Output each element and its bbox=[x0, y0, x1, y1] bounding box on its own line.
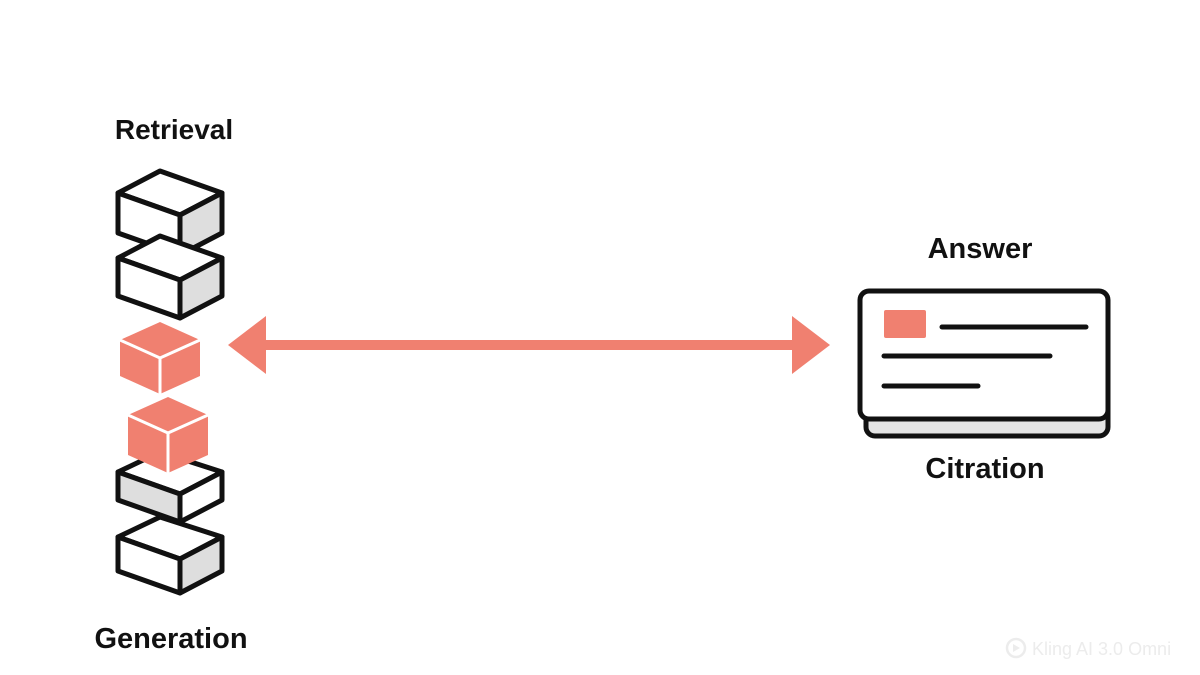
answer-card-icon bbox=[857, 288, 1111, 439]
block-5-icon bbox=[115, 449, 225, 525]
retrieval-label: Retrieval bbox=[115, 114, 233, 145]
generation-label: Generation bbox=[94, 623, 247, 655]
watermark: Kling AI 3.0 Omni bbox=[1005, 637, 1171, 659]
spark-logo-icon bbox=[1005, 637, 1027, 659]
block-1-icon bbox=[115, 168, 225, 258]
block-4-icon bbox=[127, 397, 209, 473]
block-stack bbox=[115, 168, 225, 596]
citation-label: Citration bbox=[925, 453, 1044, 485]
block-6-icon bbox=[115, 514, 225, 596]
answer-label: Answer bbox=[928, 233, 1033, 265]
double-headed-arrow-icon bbox=[228, 316, 830, 374]
watermark-text: Kling AI 3.0 Omni bbox=[1032, 639, 1171, 659]
card-thumbnail bbox=[884, 310, 926, 338]
block-3-icon bbox=[119, 322, 201, 394]
block-2-icon bbox=[115, 233, 225, 321]
